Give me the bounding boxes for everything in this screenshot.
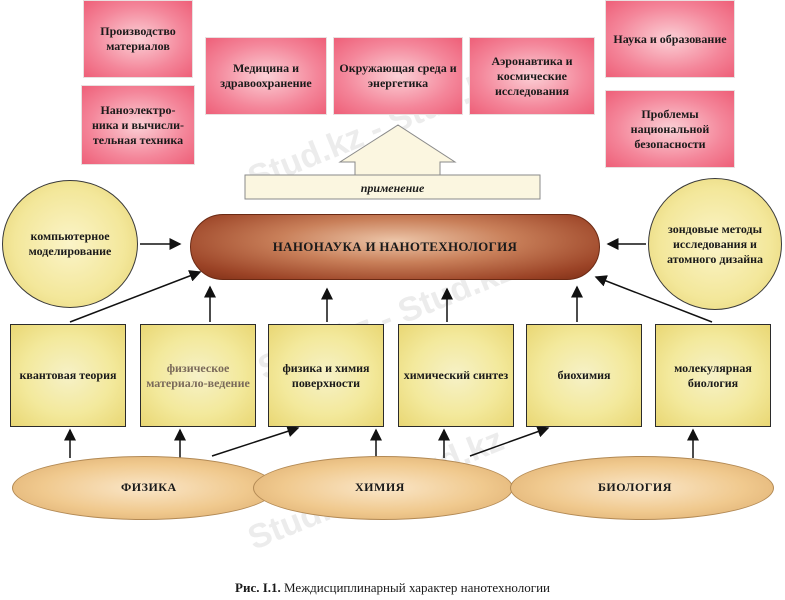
base-biology-label: БИОЛОГИЯ: [598, 480, 672, 494]
caption-label: Рис. I.1.: [235, 580, 281, 595]
base-chemistry-shape: [253, 456, 513, 520]
application-arrow: [244, 124, 541, 200]
application-label: применение: [360, 181, 425, 195]
application-nanoelectronics: Наноэлектро- ника и вычисли- тельная тех…: [81, 85, 195, 165]
application-production: Производство материалов: [83, 0, 193, 78]
application-security: Проблемы национальной безопасности: [605, 90, 735, 168]
field-chemical-synthesis: химический синтез: [398, 324, 514, 427]
base-physics-label: ФИЗИКА: [121, 480, 177, 494]
center-nanoscience: НАНОНАУКА И НАНОТЕХНОЛОГИЯ: [190, 214, 600, 280]
base-biology-shape: [510, 456, 774, 520]
field-quantum-theory: квантовая теория: [10, 324, 126, 427]
field-biochemistry: биохимия: [526, 324, 642, 427]
field-surface-physics: физика и химия поверхности: [268, 324, 384, 427]
application-environment: Окружающая среда и энергетика: [333, 37, 463, 115]
circle-computer-modeling: компьютерное моделирование: [2, 180, 138, 308]
application-science: Наука и образование: [605, 0, 735, 78]
field-molecular-biology: молекулярная биология: [655, 324, 771, 427]
base-physics-shape: [12, 456, 276, 520]
caption-text: Междисциплинарный характер нанотехнологи…: [280, 580, 550, 595]
figure-caption: Рис. I.1. Междисциплинарный характер нан…: [0, 580, 785, 596]
application-aeronautics: Аэронавтика и космические исследования: [469, 37, 595, 115]
application-medicine: Медицина и здравоохранение: [205, 37, 327, 115]
base-chemistry-label: ХИМИЯ: [355, 480, 405, 494]
circle-probe-methods: зондовые методы исследования и атомного …: [648, 178, 782, 310]
field-materials-science: физическое материало-ведение: [140, 324, 256, 427]
